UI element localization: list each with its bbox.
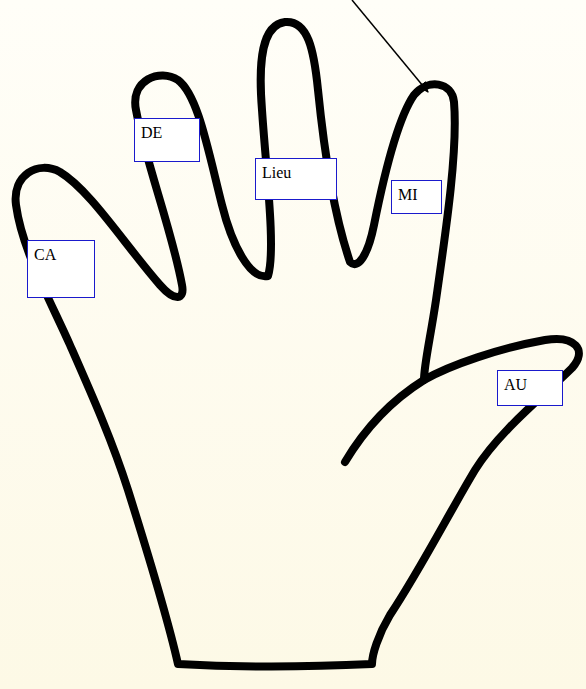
finger-label: CA <box>34 246 88 264</box>
label-box: AU <box>497 370 563 406</box>
thumb-crease <box>345 380 424 462</box>
label-box: CA <box>27 240 95 298</box>
hand-outline <box>16 22 579 666</box>
finger-label: MI <box>398 186 435 204</box>
label-box: MI <box>391 180 442 214</box>
finger-label: Lieu <box>262 164 330 182</box>
finger-label: DE <box>141 124 193 142</box>
pointer-arrow <box>352 0 428 92</box>
label-box: DE <box>134 118 200 162</box>
label-box: Lieu <box>255 158 337 200</box>
finger-label: AU <box>504 376 556 394</box>
